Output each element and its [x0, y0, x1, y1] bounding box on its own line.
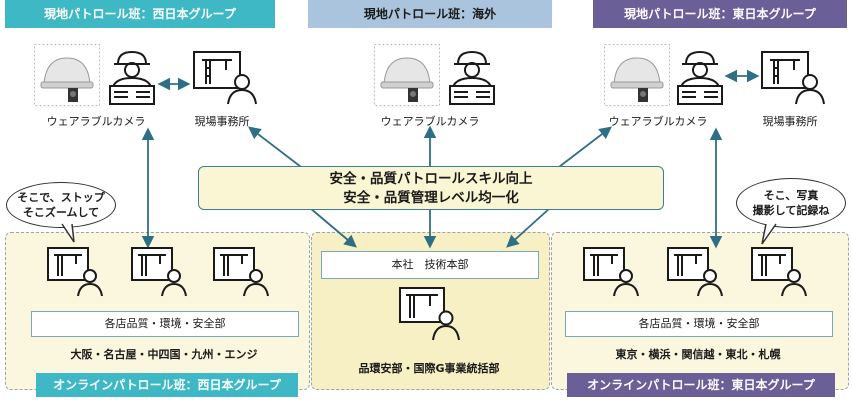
worker-laptop-icon	[109, 50, 155, 105]
speech-bubble-east: そこ、写真 撮影して記録ね	[736, 178, 846, 228]
crane-monitor-icon	[193, 51, 257, 105]
worker-laptop-icon	[677, 50, 723, 105]
speech-bubble-west: そこで、ストップ そこズームして	[6, 182, 116, 228]
bubble-tail	[761, 223, 777, 245]
site-office-label-west: 現場事務所	[194, 115, 250, 128]
helmet-camera-icon	[34, 44, 100, 106]
helmet-camera-icon	[604, 44, 670, 106]
wearable-camera-label-west: ウェアラブルカメラ	[46, 115, 146, 128]
overseas-site-patrol-header: 現地パトロール班：海外	[308, 0, 552, 28]
east-site-patrol-header: 現地パトロール班：東日本グループ	[593, 0, 847, 28]
head-office-department: 品環安部・国際G事業統括部	[358, 362, 500, 375]
crane-monitor-icon	[213, 247, 269, 297]
crane-monitor-icon	[667, 247, 723, 297]
west-department-box: 各店品質・環境・安全部	[31, 311, 299, 337]
crane-monitor-icon	[761, 51, 825, 105]
goal-line-2: 安全・品質管理レベル均一化	[343, 190, 519, 206]
crane-monitor-icon	[751, 247, 807, 297]
center-to-office-left-arrow	[309, 207, 357, 248]
wearable-camera-label-east: ウェアラブルカメラ	[608, 115, 708, 128]
bubble-text-line: そこで、ストップ	[17, 191, 105, 204]
center-to-east-arrow	[554, 126, 613, 171]
west-branches: 大阪・名古屋・中四国・九州・エンジ	[70, 348, 258, 361]
bubble-text-line: 撮影して記録ね	[752, 204, 830, 217]
west-online-footer: オンラインパトロール班：西日本グループ	[36, 373, 298, 397]
east-branches: 東京・横浜・関信越・東北・札幌	[615, 348, 781, 361]
bubble-text-line: そこズームして	[22, 206, 100, 219]
crane-monitor-icon	[399, 287, 460, 341]
east-department-box: 各店品質・環境・安全部	[565, 311, 833, 337]
crane-monitor-icon	[583, 247, 639, 297]
west-site-patrol-header: 現地パトロール班：西日本グループ	[5, 0, 275, 28]
crane-monitor-icon	[47, 247, 103, 297]
wearable-camera-label-overseas: ウェアラブルカメラ	[380, 115, 480, 128]
bubble-tail	[61, 223, 75, 243]
goal-line-1: 安全・品質パトロールスキル向上	[329, 171, 533, 187]
crane-monitor-icon	[131, 247, 187, 297]
goal-box: 安全・品質パトロールスキル向上 安全・品質管理レベル均一化	[198, 166, 664, 210]
bubble-text-line: そこ、写真	[763, 189, 819, 202]
worker-laptop-icon	[449, 50, 495, 105]
helmet-camera-icon	[374, 44, 440, 106]
site-office-label-east: 現場事務所	[762, 115, 818, 128]
center-to-west-arrow	[247, 126, 306, 171]
head-office-box: 本社 技術本部	[321, 251, 539, 279]
east-online-footer: オンラインパトロール班：東日本グループ	[567, 373, 835, 397]
center-to-office-right-arrow	[506, 207, 551, 248]
